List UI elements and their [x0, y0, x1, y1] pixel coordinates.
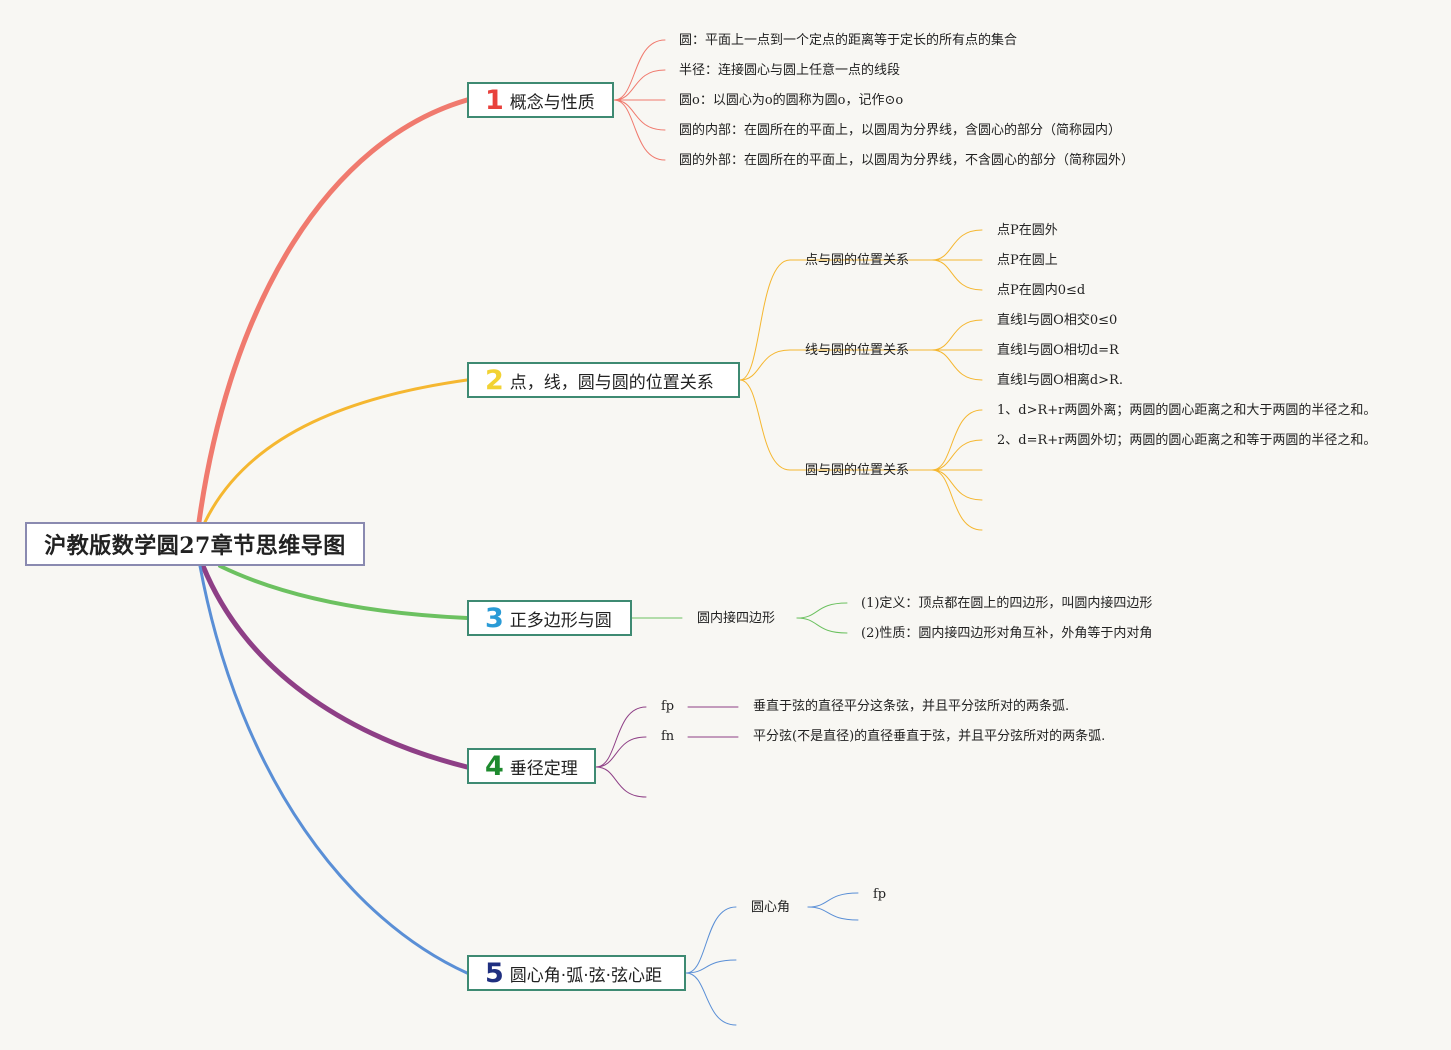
- leaf-label[interactable]: 点P在圆上: [997, 253, 1058, 268]
- branch-label: 点，线，圆与圆的位置关系: [509, 372, 714, 393]
- leaf-label[interactable]: 半径：连接圆心与圆上任意一点的线段: [679, 63, 901, 78]
- leaf-label[interactable]: (1)定义：顶点都在圆上的四边形，叫圆内接四边形: [861, 596, 1153, 611]
- leaf-label[interactable]: 圆的外部：在圆所在的平面上，以圆周为分界线，不含圆心的部分（简称园外）: [679, 153, 1135, 168]
- sub-label[interactable]: 线与圆的位置关系: [805, 343, 910, 358]
- branch-number: 2: [485, 364, 504, 396]
- leaf-label[interactable]: 平分弦(不是直径)的直径垂直于弦，并且平分弦所对的两条弧.: [753, 729, 1106, 744]
- leaf-label[interactable]: (2)性质：圆内接四边形对角互补，外角等于内对角: [861, 626, 1153, 641]
- sub-leaf-connector: [931, 229, 983, 261]
- branch-number: 4: [485, 750, 504, 782]
- sub-label[interactable]: 圆内接四边形: [697, 611, 776, 626]
- leaf-label[interactable]: 圆o：以圆心为o的圆称为圆o，记作⊙o: [679, 93, 904, 108]
- branch-number: 1: [485, 84, 504, 116]
- branch-1-connector: [196, 97, 470, 525]
- branch-number: 3: [485, 602, 504, 634]
- sub-leaf-connector: [931, 469, 983, 501]
- sub-label[interactable]: 圆与圆的位置关系: [805, 463, 910, 478]
- branch-1-leaf-connector: [613, 69, 666, 101]
- sub-leaf-connector: [807, 906, 859, 921]
- sub-leaf-connector: [796, 617, 848, 634]
- leaf-label[interactable]: 直线l与圆O相交0≤0: [997, 313, 1118, 328]
- branch-3-node[interactable]: 3 正多边形与圆: [467, 600, 632, 636]
- branch-5-node[interactable]: 5 圆心角·弧·弦·弦心距: [467, 955, 686, 991]
- branch-4-connector: [200, 563, 470, 770]
- branch-5-sub-connector: [685, 972, 737, 1026]
- leaf-label[interactable]: 直线l与圆O相离d>R.: [997, 373, 1123, 388]
- leaf-label[interactable]: 1、d>R+r两圆外离；两圆的圆心距离之和大于两圆的半径之和。: [997, 403, 1377, 418]
- branch-2-sub-connector: [739, 379, 791, 471]
- branch-1-leaf-connector: [613, 99, 666, 161]
- branch-4-node[interactable]: 4 垂径定理: [467, 748, 596, 784]
- leaf-label[interactable]: 垂直于弦的直径平分这条弦，并且平分弦所对的两条弧.: [753, 699, 1070, 714]
- sub-label[interactable]: 点与圆的位置关系: [805, 253, 910, 268]
- leaf-label[interactable]: 圆：平面上一点到一个定点的距离等于定长的所有点的集合: [679, 33, 1018, 48]
- branch-5-sub-connector: [685, 906, 737, 974]
- branch-2-node[interactable]: 2 点，线，圆与圆的位置关系: [467, 362, 740, 398]
- branch-2-sub-connector: [739, 349, 791, 381]
- branch-4-sub-connector: [595, 736, 647, 768]
- branch-label: 概念与性质: [509, 92, 595, 113]
- leaf-label[interactable]: 圆的内部：在圆所在的平面上，以圆周为分界线，含圆心的部分（简称园内）: [679, 123, 1122, 138]
- leaf-label[interactable]: 直线l与圆O相切d=R: [997, 343, 1119, 358]
- branch-2-connector: [203, 378, 469, 524]
- branch-3-connector: [218, 564, 469, 620]
- sub-leaf-connector: [796, 602, 848, 619]
- leaf-label[interactable]: 2、d=R+r两圆外切；两圆的圆心距离之和等于两圆的半径之和。: [997, 433, 1377, 448]
- branch-4-sub-connector: [595, 706, 647, 768]
- root-node[interactable]: 沪教版数学圆27章节思维导图: [25, 522, 365, 566]
- branch-4-sub-connector: [595, 766, 647, 798]
- branch-5-connector: [198, 564, 469, 975]
- branch-number: 5: [485, 957, 504, 989]
- sub-label[interactable]: 圆心角: [751, 900, 791, 915]
- sub-leaf-connector: [807, 892, 859, 908]
- leaf-label[interactable]: fp: [873, 887, 887, 902]
- branch-1-leaf-connector: [613, 39, 666, 101]
- leaf-label[interactable]: 点P在圆内0≤d: [997, 283, 1086, 298]
- sub-leaf-connector: [931, 319, 983, 351]
- sub-leaf-connector: [931, 259, 983, 291]
- leaf-label[interactable]: 点P在圆外: [997, 223, 1058, 238]
- sub-leaf-connector: [931, 439, 983, 471]
- sub-leaf-connector: [931, 349, 983, 381]
- sub-leaf-connector: [931, 469, 983, 531]
- sub-label[interactable]: fp: [661, 699, 675, 714]
- branch-5-sub-connector: [685, 959, 737, 974]
- branch-label: 圆心角·弧·弦·弦心距: [509, 965, 663, 986]
- sub-label[interactable]: fn: [661, 729, 675, 744]
- branch-1-leaf-connector: [613, 99, 666, 131]
- branch-label: 垂径定理: [509, 758, 578, 779]
- branch-1-node[interactable]: 1 概念与性质: [467, 82, 614, 118]
- branch-2-sub-connector: [739, 259, 791, 381]
- sub-leaf-connector: [931, 409, 983, 471]
- branch-label: 正多边形与圆: [509, 610, 612, 631]
